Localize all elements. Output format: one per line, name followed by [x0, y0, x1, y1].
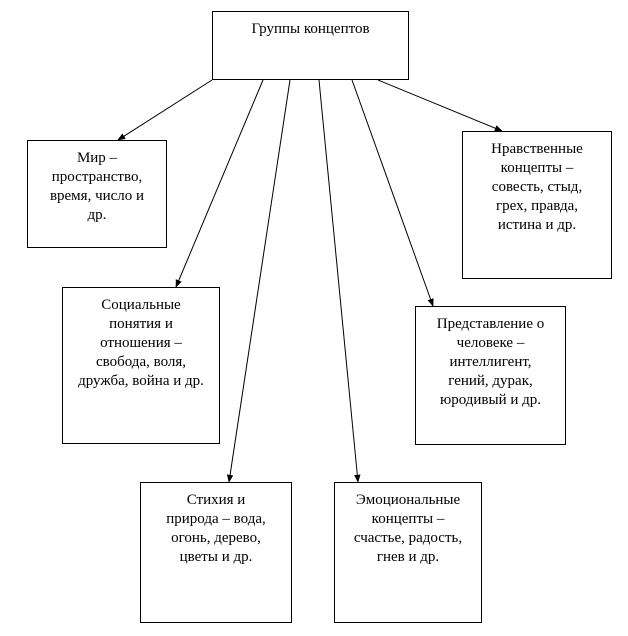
node-person-concepts: Представление о человеке – интеллигент, …	[415, 306, 566, 445]
node-social-line: дружба, война и др.	[78, 373, 204, 389]
node-emotion-line: Эмоциональные	[355, 492, 461, 508]
node-social-line: понятия и	[109, 316, 173, 332]
node-emotional-concepts: Эмоциональные концепты – счастье, радост…	[334, 482, 482, 623]
arrow-root-to-person	[351, 79, 434, 307]
node-social-concepts: Социальные понятия и отношения – свобода…	[62, 287, 220, 444]
node-social-line: отношения –	[100, 335, 182, 351]
root-node-label: Группы концептов	[251, 21, 370, 37]
node-emotion-line: гнев и др.	[376, 549, 440, 565]
node-moral-line: совесть, стыд,	[491, 179, 583, 195]
node-nature-line: природа – вода,	[166, 511, 266, 527]
node-nature-line: цветы и др.	[179, 549, 253, 565]
node-world-line: пространство,	[51, 169, 143, 185]
node-person-line: интеллигент,	[449, 354, 532, 370]
node-emotion-line: концепты –	[371, 511, 445, 527]
node-moral-line: Нравственные	[491, 141, 583, 157]
node-social-line: Социальные	[101, 297, 181, 313]
node-person-line: Представление о	[436, 316, 545, 332]
node-world-line: др.	[87, 207, 107, 223]
arrow-root-to-nature	[226, 79, 291, 483]
arrow-root-to-emotion	[318, 79, 361, 483]
node-nature-line: огонь, дерево,	[171, 530, 261, 546]
node-world-line: время, число и	[49, 188, 145, 204]
node-moral-line: истина и др.	[497, 217, 577, 233]
node-world: Мир – пространство, время, число и др.	[27, 140, 167, 248]
node-moral-concepts: Нравственные концепты – совесть, стыд, г…	[462, 131, 612, 279]
node-person-line: гений, дурак,	[448, 373, 533, 389]
node-moral-line: концепты –	[500, 160, 574, 176]
arrow-root-to-social	[175, 79, 264, 288]
node-moral-line: грех, правда,	[495, 198, 579, 214]
node-emotion-line: счастье, радость,	[353, 530, 463, 546]
node-person-line: юродивый и др.	[439, 392, 542, 408]
node-person-line: человеке –	[456, 335, 525, 351]
node-nature-concepts: Стихия и природа – вода, огонь, дерево, …	[140, 482, 292, 623]
arrow-root-to-world	[117, 79, 213, 141]
root-node-concept-groups: Группы концептов	[212, 11, 409, 80]
node-world-line: Мир –	[76, 150, 118, 166]
node-social-line: свобода, воля,	[95, 354, 187, 370]
arrow-root-to-moral	[377, 79, 503, 132]
node-nature-line: Стихия и	[186, 492, 246, 508]
